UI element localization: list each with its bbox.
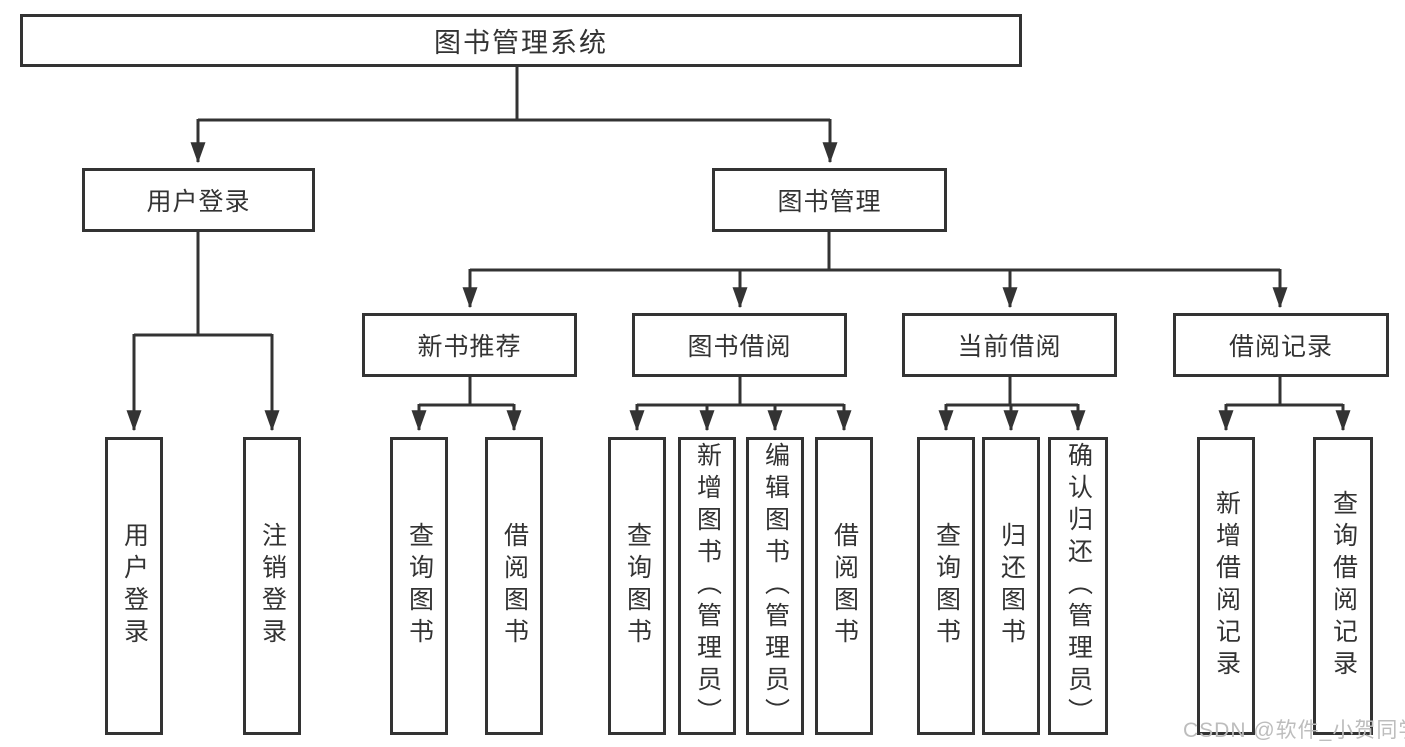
node-borrow-records: 借阅记录 xyxy=(1173,313,1389,377)
connector-borrow-records-to-leaves xyxy=(1218,377,1351,432)
connector-user-login-to-leaves xyxy=(126,232,280,432)
leaf-current-return-books: 归还图书 xyxy=(982,437,1040,735)
node-book-borrow: 图书借阅 xyxy=(632,313,847,377)
node-current-borrow: 当前借阅 xyxy=(902,313,1117,377)
connector-root-to-level2 xyxy=(190,67,838,164)
leaf-records-add-record: 新增借阅记录 xyxy=(1197,437,1255,735)
csdn-watermark: CSDN @软件_小贺同学 xyxy=(1183,719,1405,742)
leaf-current-confirm-return-admin: 确认归还（管理员） xyxy=(1048,437,1108,735)
node-root-library-system: 图书管理系统 xyxy=(20,14,1022,67)
node-user-login: 用户登录 xyxy=(82,168,315,232)
node-book-management: 图书管理 xyxy=(712,168,947,232)
leaf-user-login: 用户登录 xyxy=(105,437,163,735)
connector-book-borrow-to-leaves xyxy=(629,377,852,432)
leaf-borrow-add-books-admin: 新增图书（管理员） xyxy=(678,437,736,735)
leaf-records-query-record: 查询借阅记录 xyxy=(1313,437,1373,735)
leaf-logout: 注销登录 xyxy=(243,437,301,735)
connector-book-mgmt-to-level3 xyxy=(462,232,1288,309)
node-new-book-recommend: 新书推荐 xyxy=(362,313,577,377)
leaf-borrow-edit-books-admin: 编辑图书（管理员） xyxy=(746,437,804,735)
leaf-borrow-query-books: 查询图书 xyxy=(608,437,666,735)
leaf-newbook-borrow-books: 借阅图书 xyxy=(485,437,543,735)
leaf-current-query-books: 查询图书 xyxy=(917,437,975,735)
leaf-borrow-borrow-books: 借阅图书 xyxy=(815,437,873,735)
connector-new-book-rec-to-leaves xyxy=(411,377,522,432)
leaf-newbook-query-books: 查询图书 xyxy=(390,437,448,735)
connector-current-borrow-to-leaves xyxy=(938,377,1086,432)
